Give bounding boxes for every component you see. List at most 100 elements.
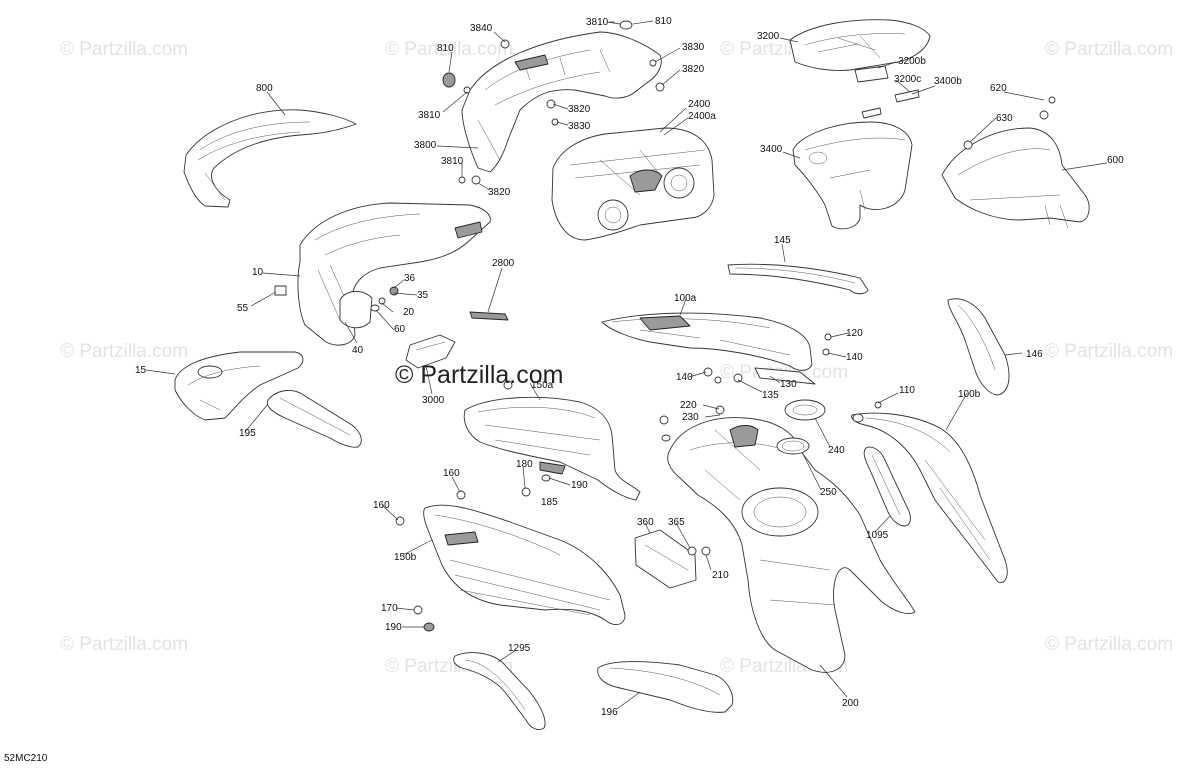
fasteners-top xyxy=(442,20,665,185)
callout-label: 810 xyxy=(655,16,672,27)
callout-label: 20 xyxy=(403,307,415,318)
watermark: © Partzilla.com xyxy=(385,39,513,60)
callout-label: 160 xyxy=(373,500,390,511)
callout-label: 3840 xyxy=(470,23,493,34)
callout-label: 250 xyxy=(820,487,837,498)
part-15-gauge xyxy=(174,351,304,421)
callout-label: 600 xyxy=(1107,155,1124,166)
callout-label: 100b xyxy=(958,389,981,400)
part-3200-lid xyxy=(789,19,931,119)
watermark-layer: © Partzilla.com © Partzilla.com © Partzi… xyxy=(60,39,1173,677)
part-1095-strip xyxy=(863,446,911,527)
part-600-storage xyxy=(941,96,1090,229)
callout-label: 3200 xyxy=(757,31,780,42)
callout-label: 110 xyxy=(899,385,915,396)
callout-label: 3820 xyxy=(568,104,591,115)
part-100a-cowl xyxy=(601,312,832,385)
callout-label: 3800 xyxy=(414,140,437,151)
callout-label: 195 xyxy=(239,428,256,439)
watermark: © Partzilla.com xyxy=(60,39,188,60)
callout-label: 180 xyxy=(516,459,533,470)
callout-label: 3200c xyxy=(894,74,921,85)
callout-label: 3810 xyxy=(586,17,609,28)
callout-label: 145 xyxy=(774,235,791,246)
callout-label: 365 xyxy=(668,517,685,528)
part-2800-bracket xyxy=(469,311,509,321)
callout-label: 3400 xyxy=(760,144,783,155)
leader-lines xyxy=(145,20,1108,710)
callout-label: 60 xyxy=(394,324,406,335)
callout-label: 150a xyxy=(531,380,554,391)
callout-label: 150b xyxy=(394,552,417,563)
callout-label: 146 xyxy=(1026,349,1043,360)
part-360-bracket xyxy=(634,529,697,589)
callout-label: 160 xyxy=(443,468,460,479)
watermark: © Partzilla.com xyxy=(1045,634,1173,655)
callout-label: 230 xyxy=(682,412,699,423)
callout-label: 220 xyxy=(680,400,697,411)
callout-label: 3820 xyxy=(682,64,705,75)
part-200-body xyxy=(659,405,916,673)
callout-label: 210 xyxy=(712,570,729,581)
part-195-strip xyxy=(266,390,362,448)
callout-label: 196 xyxy=(601,707,618,718)
callout-label: 1095 xyxy=(866,530,889,541)
callout-label: 190 xyxy=(571,480,588,491)
callout-label: 120 xyxy=(846,328,863,339)
callout-label: 10 xyxy=(252,267,264,278)
callout-label: 240 xyxy=(828,445,845,456)
diagram-code: 52MC210 xyxy=(4,753,48,764)
callout-label: 3200b xyxy=(898,56,926,67)
callout-label: 15 xyxy=(135,365,147,376)
callout-label: 140 xyxy=(676,372,693,383)
part-3000-plate xyxy=(405,334,456,369)
callout-label: 35 xyxy=(417,290,429,301)
watermark: © Partzilla.com xyxy=(1045,39,1173,60)
callout-label: 3830 xyxy=(568,121,591,132)
part-150b-panel xyxy=(395,490,626,632)
callout-label: 3400b xyxy=(934,76,962,87)
callout-label: 2400a xyxy=(688,111,716,122)
part-3800-bracket xyxy=(461,31,662,173)
callout-label: 800 xyxy=(256,83,273,94)
callout-label: 3820 xyxy=(488,187,511,198)
watermark: © Partzilla.com xyxy=(60,341,188,362)
callout-label: 170 xyxy=(381,603,398,614)
callout-label: 2400 xyxy=(688,99,711,110)
callout-label: 3810 xyxy=(418,110,441,121)
callout-label: 1295 xyxy=(508,643,531,654)
part-10-nose xyxy=(274,202,491,346)
callout-label: 630 xyxy=(996,113,1013,124)
fasteners-nose xyxy=(370,286,399,312)
part-150a-panel xyxy=(463,380,641,501)
callout-label: 135 xyxy=(762,390,779,401)
callout-label: 620 xyxy=(990,83,1007,94)
part-2400-headlight xyxy=(551,127,715,241)
callout-label: 55 xyxy=(237,303,249,314)
callout-label: 140 xyxy=(846,352,863,363)
part-146-strip xyxy=(947,298,1010,396)
callout-label: 3810 xyxy=(441,156,464,167)
callout-labels: 3840 3810 810 810 3830 3820 3810 3820 38… xyxy=(135,16,1124,718)
callout-label: 360 xyxy=(637,517,654,528)
center-watermark: © Partzilla.com xyxy=(395,361,563,389)
callout-label: 190 xyxy=(385,622,402,633)
callout-label: 40 xyxy=(352,345,364,356)
part-145-strip xyxy=(727,263,869,295)
callout-label: 3830 xyxy=(682,42,705,53)
part-800-trim xyxy=(183,109,357,208)
callout-label: 810 xyxy=(437,43,454,54)
callout-label: 2800 xyxy=(492,258,515,269)
callout-label: 3000 xyxy=(422,395,445,406)
part-240-250-rings xyxy=(776,399,826,455)
part-1295-strip xyxy=(453,652,546,731)
watermark: © Partzilla.com xyxy=(1045,341,1173,362)
watermark: © Partzilla.com xyxy=(60,634,188,655)
callout-label: 130 xyxy=(780,379,797,390)
callout-label: 100a xyxy=(674,293,697,304)
part-3400-bin xyxy=(792,121,913,230)
part-100b-cowl xyxy=(851,401,1008,583)
callout-label: 185 xyxy=(541,497,558,508)
callout-label: 36 xyxy=(404,273,416,284)
